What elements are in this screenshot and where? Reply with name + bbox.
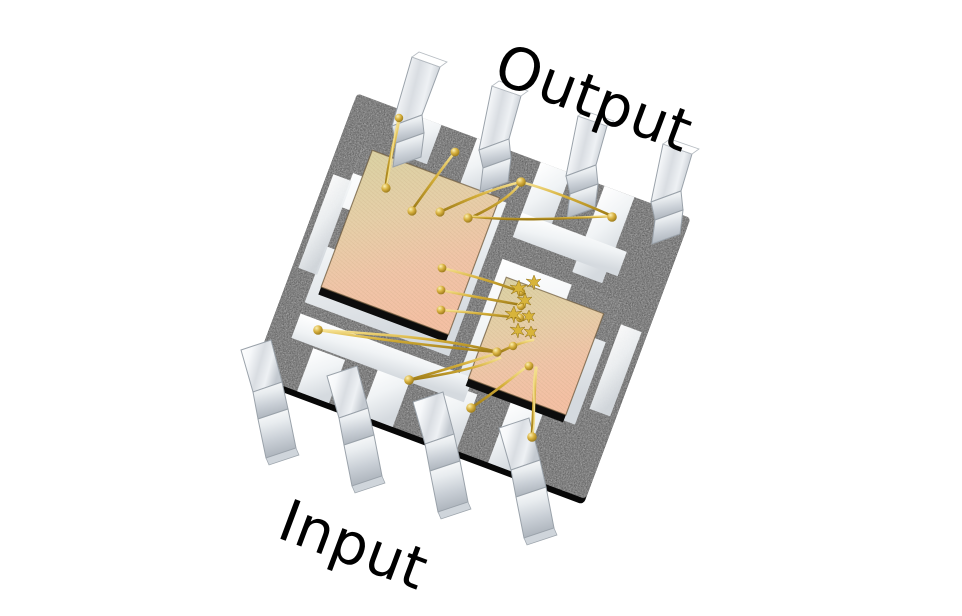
bond-finger-top-link	[512, 212, 627, 277]
small-die	[465, 276, 605, 423]
ic-package-body	[251, 94, 690, 504]
gold-ball-bonds	[313, 113, 617, 442]
large-die	[318, 149, 501, 343]
ball-bond	[466, 403, 476, 413]
large-die-grid	[321, 150, 500, 335]
bond-wire-15b	[531, 367, 537, 438]
ball-bond	[381, 183, 391, 193]
ball-bond	[435, 207, 445, 217]
bond-wire-5	[464, 214, 614, 221]
leadframe-right-trace	[589, 324, 642, 417]
ball-bond	[407, 206, 417, 216]
small-die-grid	[468, 277, 604, 415]
ball-bond	[492, 347, 502, 357]
ball-bond	[463, 213, 473, 223]
gold-bump-clusters	[504, 274, 542, 340]
leads-bottom-group	[240, 339, 558, 546]
bond-wire-2	[410, 150, 457, 212]
bond-wire-1b	[385, 117, 400, 189]
bond-wire-8	[439, 288, 523, 307]
ball-bond	[516, 177, 526, 187]
ball-bond	[450, 147, 460, 157]
ball-bond	[404, 375, 414, 385]
bond-wire-7	[440, 266, 523, 294]
ball-bond	[437, 263, 447, 273]
bond-wire-6	[519, 180, 614, 218]
lead-top-3	[565, 110, 615, 219]
lead-bottom-4	[498, 417, 558, 546]
bond-finger-bottom-2	[360, 364, 412, 427]
ball-bond	[436, 305, 446, 315]
bond-wire-14	[469, 366, 527, 410]
bond-wire-13	[407, 356, 502, 382]
ball-bond	[508, 341, 518, 351]
gold-bond-wires	[316, 116, 614, 439]
ball-bond	[527, 432, 537, 442]
lead-bottom-2	[326, 365, 386, 494]
bond-wire-3	[438, 180, 523, 214]
leadframe-left-trace	[298, 174, 353, 275]
lead-top-4	[650, 138, 700, 245]
lead-top-2	[478, 80, 529, 193]
ball-bond	[394, 113, 404, 123]
large-die-rim	[320, 149, 501, 336]
leads-top-group	[391, 51, 700, 245]
ball-bond	[313, 325, 323, 335]
lead-bottom-1	[240, 339, 300, 466]
ball-bond	[524, 361, 534, 371]
lead-bottom-3	[412, 391, 472, 520]
bond-wire-10	[316, 328, 499, 354]
bond-finger-bottom-link	[291, 313, 473, 403]
ball-bond	[436, 285, 446, 295]
small-die-rim	[467, 276, 605, 416]
lead-top-1	[391, 51, 448, 168]
bond-wire-11	[316, 328, 499, 354]
ball-bond	[607, 212, 617, 222]
